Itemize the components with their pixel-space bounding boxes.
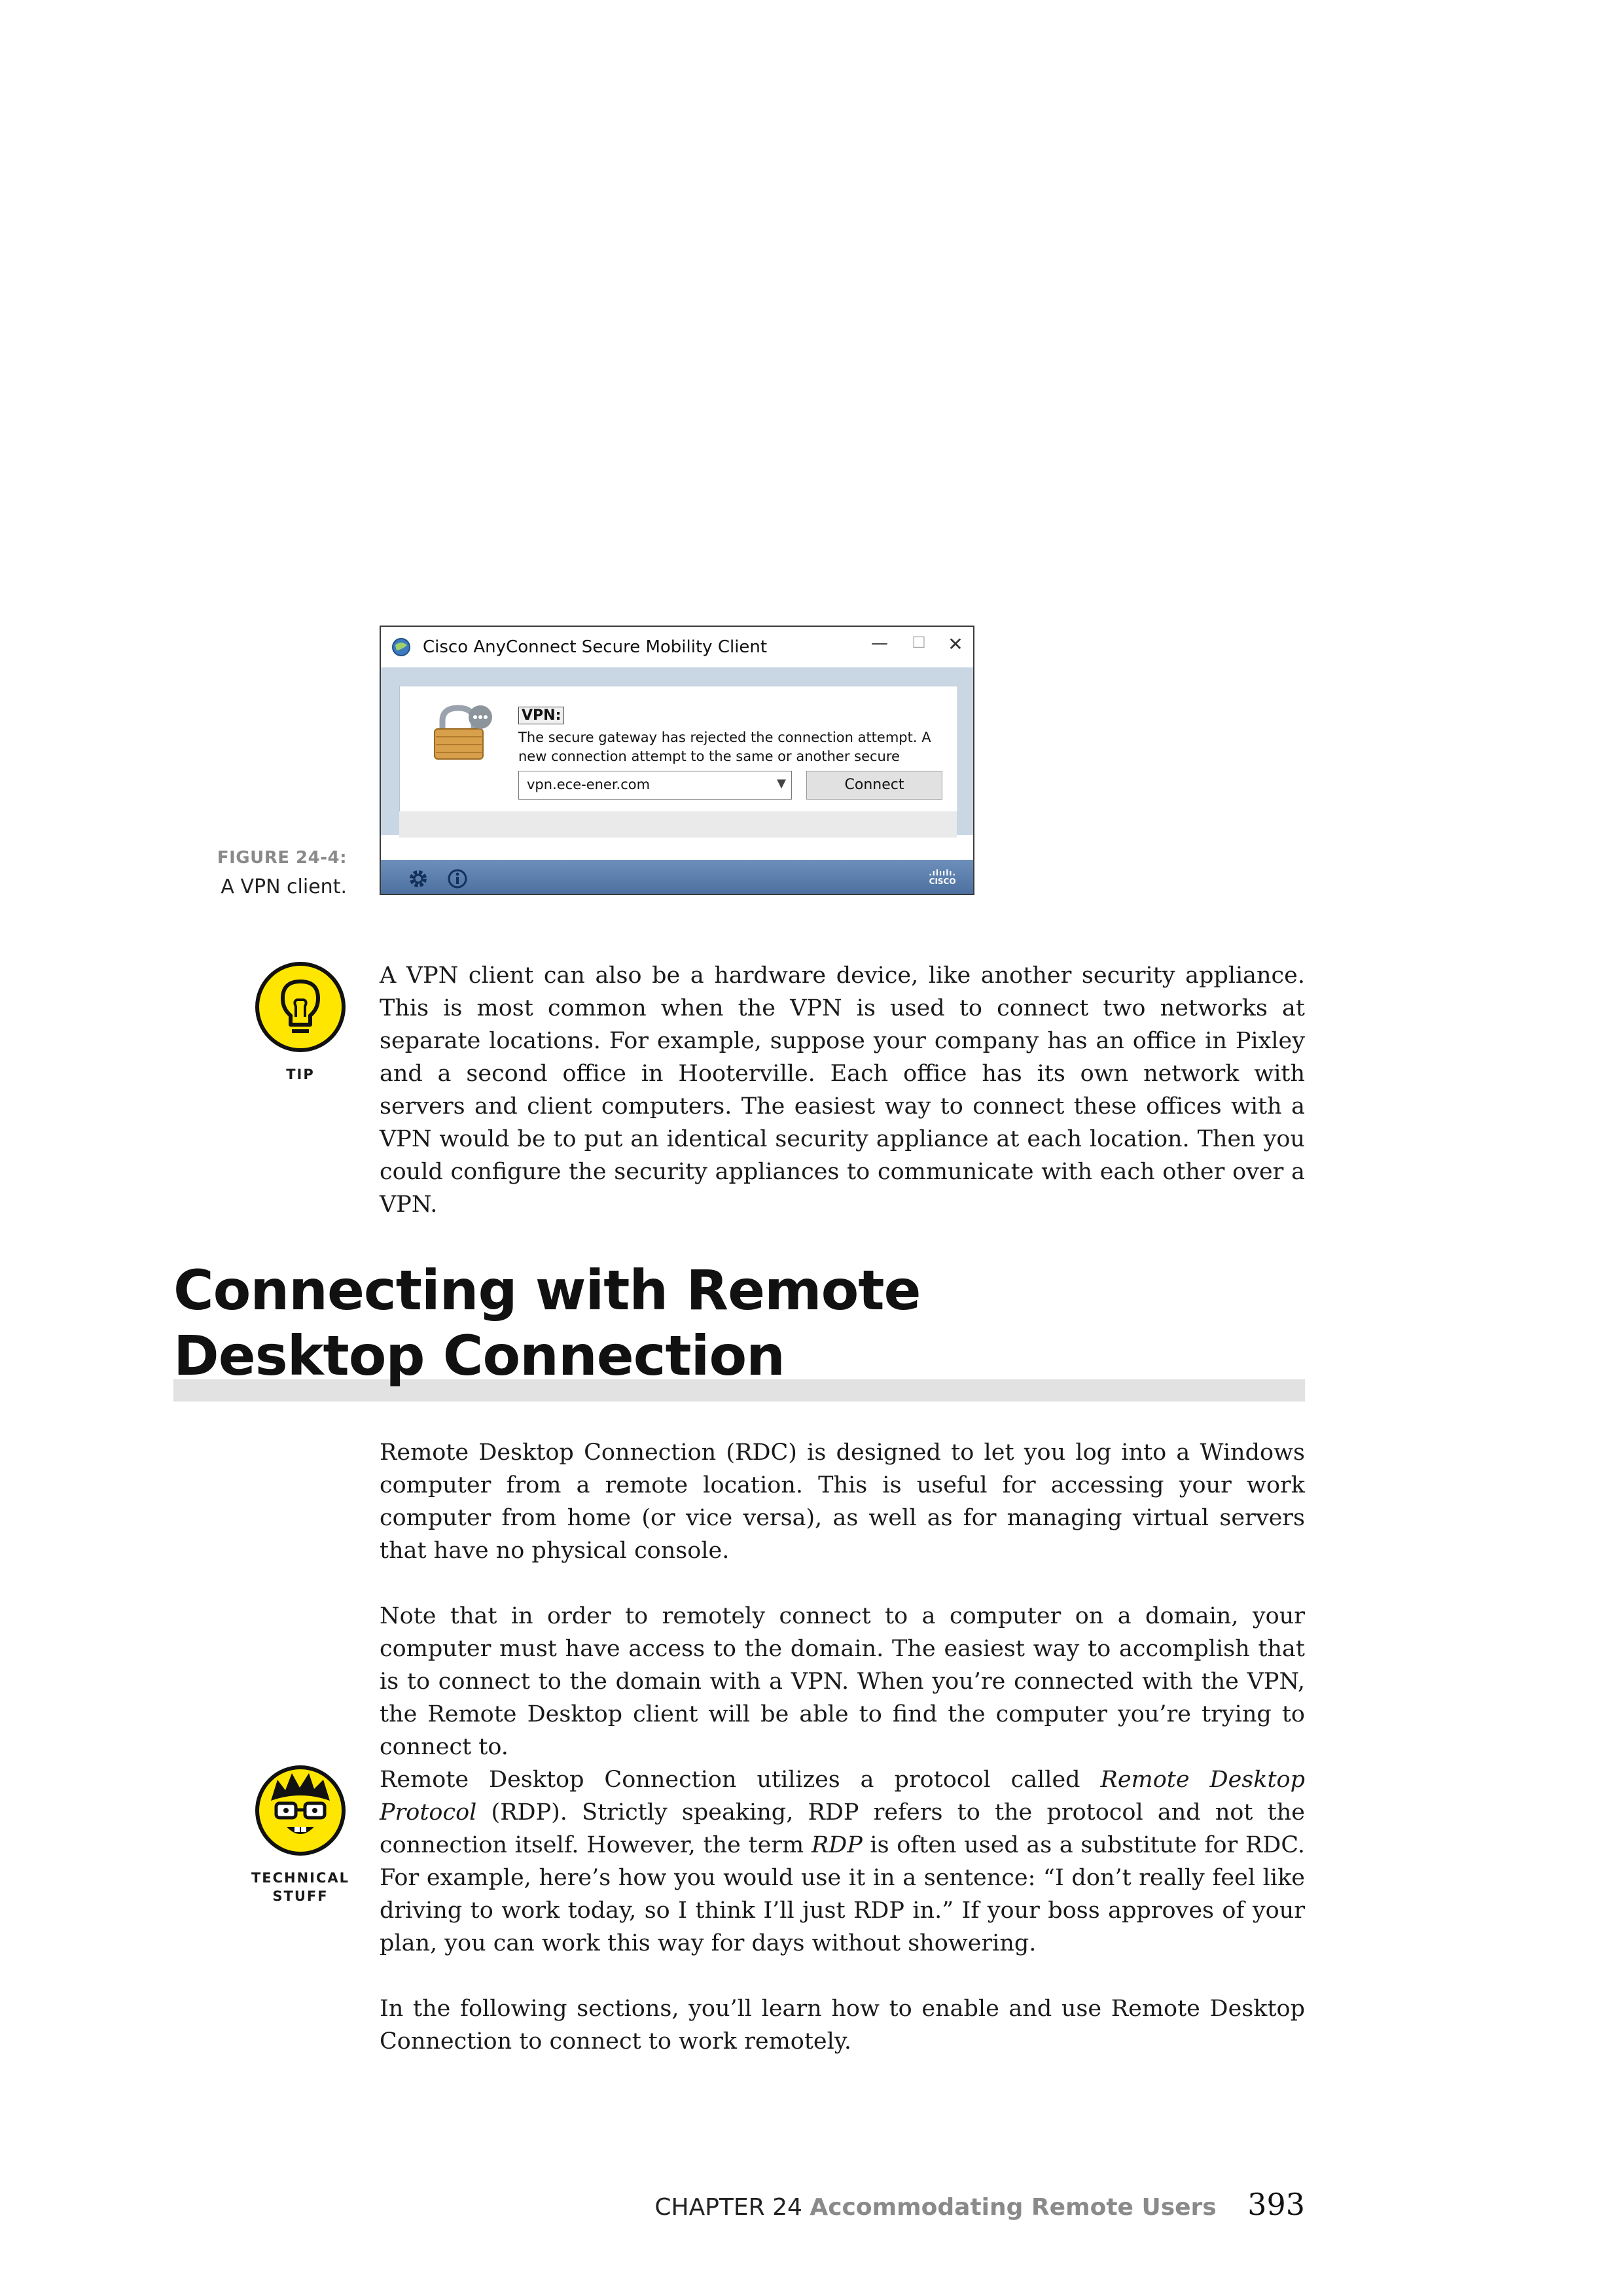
vpn-client-window: Cisco AnyConnect Secure Mobility Client … xyxy=(380,626,974,895)
window-footer: .ılıılı. CISCO xyxy=(381,860,973,894)
footer-chapter: CHAPTER 24 xyxy=(654,2194,802,2221)
chevron-down-icon: ▼ xyxy=(777,777,786,790)
technical-stuff-label-line-2: STUFF xyxy=(272,1888,329,1904)
info-icon[interactable] xyxy=(446,868,469,890)
server-select-value: vpn.ece-ener.com xyxy=(527,777,651,792)
paragraph-rdc-intro: Remote Desktop Connection (RDC) is desig… xyxy=(380,1439,1305,1564)
page-number: 393 xyxy=(1247,2187,1305,2222)
section-heading-line-2: Desktop Connection xyxy=(173,1324,785,1388)
rdp-italic-term-1: Remote Desktop Protocol xyxy=(380,1767,1305,1826)
heading-underline-bar xyxy=(173,1379,1305,1402)
vpn-section-label: VPN: xyxy=(518,707,565,724)
rdp-text-3: is often used as a substitute for RDC. F… xyxy=(380,1832,1305,1956)
figure-label: FIGURE 24-4: xyxy=(217,848,347,868)
padlock-icon xyxy=(434,705,492,760)
maximize-button[interactable]: ☐ xyxy=(912,633,926,652)
cisco-logo: .ılıılı. CISCO xyxy=(929,868,956,886)
footer-chapter-title: Accommodating Remote Users xyxy=(810,2194,1217,2221)
cisco-logo-text: CISCO xyxy=(929,877,956,886)
paragraph-rdp-protocol: Remote Desktop Connection utilizes a pro… xyxy=(380,1763,1305,1960)
minimize-button[interactable]: — xyxy=(871,633,888,653)
technical-stuff-icon xyxy=(255,1765,346,1856)
tip-label: TIP xyxy=(286,1067,315,1082)
tip-lightbulb-icon xyxy=(255,962,346,1052)
gear-icon[interactable] xyxy=(407,868,429,890)
connect-button[interactable]: Connect xyxy=(806,771,942,800)
vpn-message-line-1: The secure gateway has rejected the conn… xyxy=(518,730,931,745)
window-title-bar: Cisco AnyConnect Secure Mobility Client … xyxy=(381,627,973,667)
window-body xyxy=(381,667,973,838)
page-footer: CHAPTER 24 Accommodating Remote Users 39… xyxy=(654,2187,1305,2222)
rdp-text-2: (RDP). Strictly speaking, RDP refers to … xyxy=(380,1799,1305,1858)
section-heading-line-1: Connecting with Remote xyxy=(173,1258,921,1322)
window-title: Cisco AnyConnect Secure Mobility Client xyxy=(423,637,768,657)
rdp-text-1: Remote Desktop Connection utilizes a pro… xyxy=(380,1767,1101,1793)
panel-strip xyxy=(399,811,957,838)
paragraph-following-sections: In the following sections, you’ll learn … xyxy=(380,1996,1305,2055)
cisco-globe-icon xyxy=(392,638,410,656)
server-select[interactable]: vpn.ece-ener.com ▼ xyxy=(518,771,792,800)
technical-stuff-label-line-1: TECHNICAL xyxy=(251,1870,350,1886)
paragraph-domain-access: Note that in order to remotely connect t… xyxy=(380,1603,1305,1760)
technical-stuff-label: TECHNICAL STUFF xyxy=(242,1869,359,1905)
close-button[interactable]: ✕ xyxy=(948,633,963,655)
vpn-status-message: The secure gateway has rejected the conn… xyxy=(518,728,944,766)
rdp-italic-term-2: RDP xyxy=(811,1832,863,1858)
tip-paragraph: A VPN client can also be a hardware devi… xyxy=(380,963,1305,1218)
section-heading: Connecting with Remote Desktop Connectio… xyxy=(173,1258,921,1388)
vpn-message-line-2: new connection attempt to the same or an… xyxy=(518,749,900,764)
figure-caption: A VPN client. xyxy=(221,875,347,898)
